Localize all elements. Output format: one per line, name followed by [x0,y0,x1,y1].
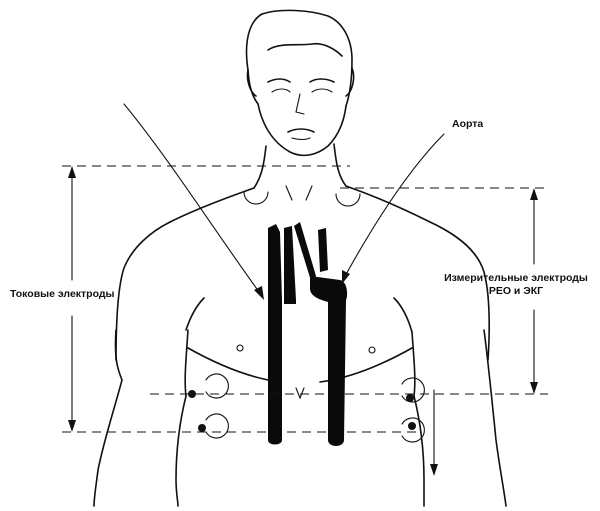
electrodes [188,192,424,442]
aorta-label: Аорта [452,118,483,131]
head [247,10,354,155]
electrode-abdomen-left [206,414,228,438]
torso [94,298,506,506]
vessel-right [310,276,347,446]
measuring-electrodes-label: Измерительные электроды РЕО и ЭКГ [432,272,600,298]
measuring-electrodes-line2: РЕО и ЭКГ [432,285,600,298]
aorta-vessels [268,222,347,446]
vessel-arch [294,222,316,284]
vessel-left-branch [284,226,296,304]
electrode-neck-left [244,192,268,204]
current-electrodes-label: Токовые электроды [10,288,115,301]
measurement-lines [62,166,548,432]
vessel-left [268,224,282,445]
vessel-carotid [318,228,328,272]
measuring-electrodes-line1: Измерительные электроды [432,272,600,285]
electrode-neck-right [336,194,360,206]
dimension-arrows [68,166,538,432]
